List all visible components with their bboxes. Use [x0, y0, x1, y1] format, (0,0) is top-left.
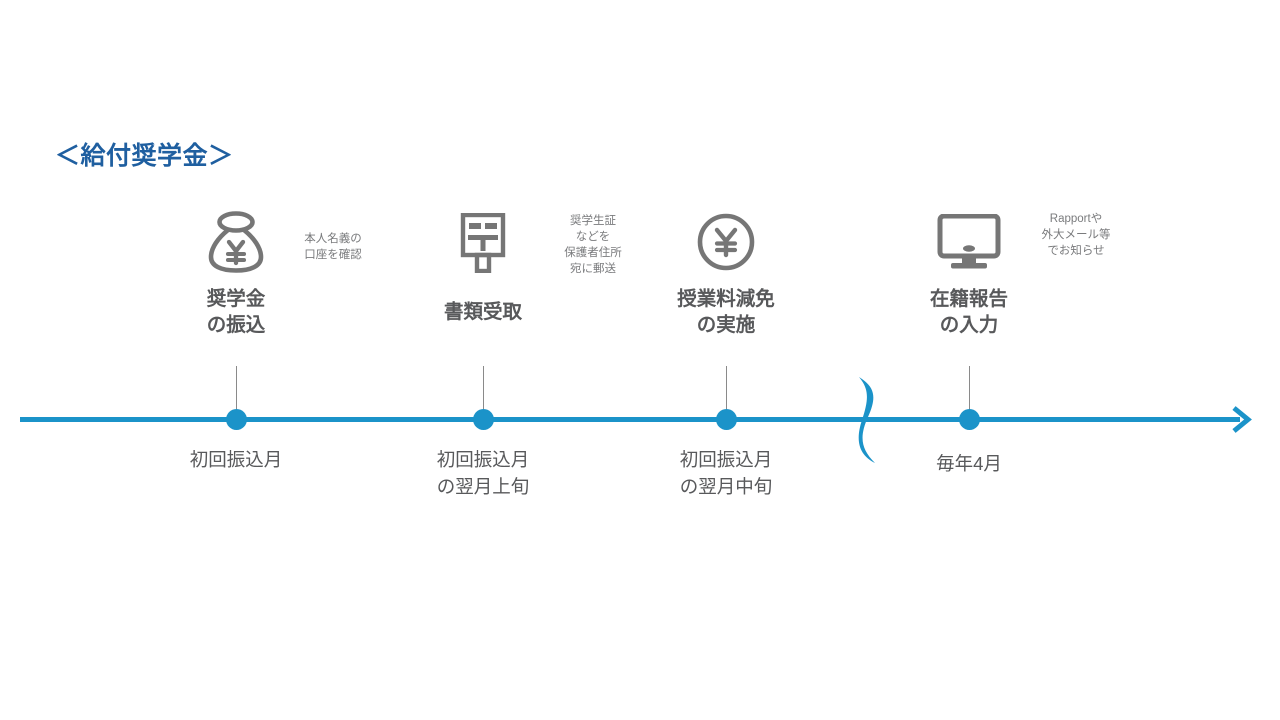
desktop-monitor-icon	[909, 214, 1029, 270]
milestone-note: 本人名義の 口座を確認	[304, 233, 362, 261]
postal-mailbox-icon	[423, 213, 543, 273]
milestone-connector	[483, 366, 484, 410]
milestone-dot[interactable]	[715, 409, 737, 430]
milestone-date: 毎年4月	[936, 453, 1002, 474]
milestone-connector	[969, 366, 970, 410]
milestone-label: 奨学金 の振込	[206, 288, 266, 336]
milestone-note: Rapportや 外大メール等 でお知らせ	[1041, 213, 1111, 257]
milestone-dot[interactable]	[225, 409, 247, 430]
milestone-date: 初回振込月 の翌月上旬	[436, 449, 530, 497]
timeline-arrow-icon	[1228, 404, 1260, 436]
timeline-break-icon	[845, 375, 891, 465]
milestone-dot[interactable]	[958, 409, 980, 430]
milestone-date: 初回振込月 の翌月中旬	[679, 449, 773, 497]
milestone-label: 在籍報告 の入力	[929, 288, 1008, 336]
timeline-axis	[20, 417, 1240, 422]
milestone-dot[interactable]	[472, 409, 494, 430]
yen-coin-icon	[666, 212, 786, 272]
money-bag-yen-icon	[176, 211, 296, 273]
milestone-label: 書類受取	[443, 301, 522, 323]
milestone-connector	[236, 366, 237, 410]
milestone-label: 授業料減免 の実施	[677, 288, 775, 336]
milestone-connector	[726, 366, 727, 410]
milestone-note: 奨学生証 などを 保護者住所 宛に郵送	[564, 215, 622, 275]
milestone-date: 初回振込月	[189, 449, 283, 470]
page-title: ＜給付奨学金＞	[55, 142, 234, 170]
